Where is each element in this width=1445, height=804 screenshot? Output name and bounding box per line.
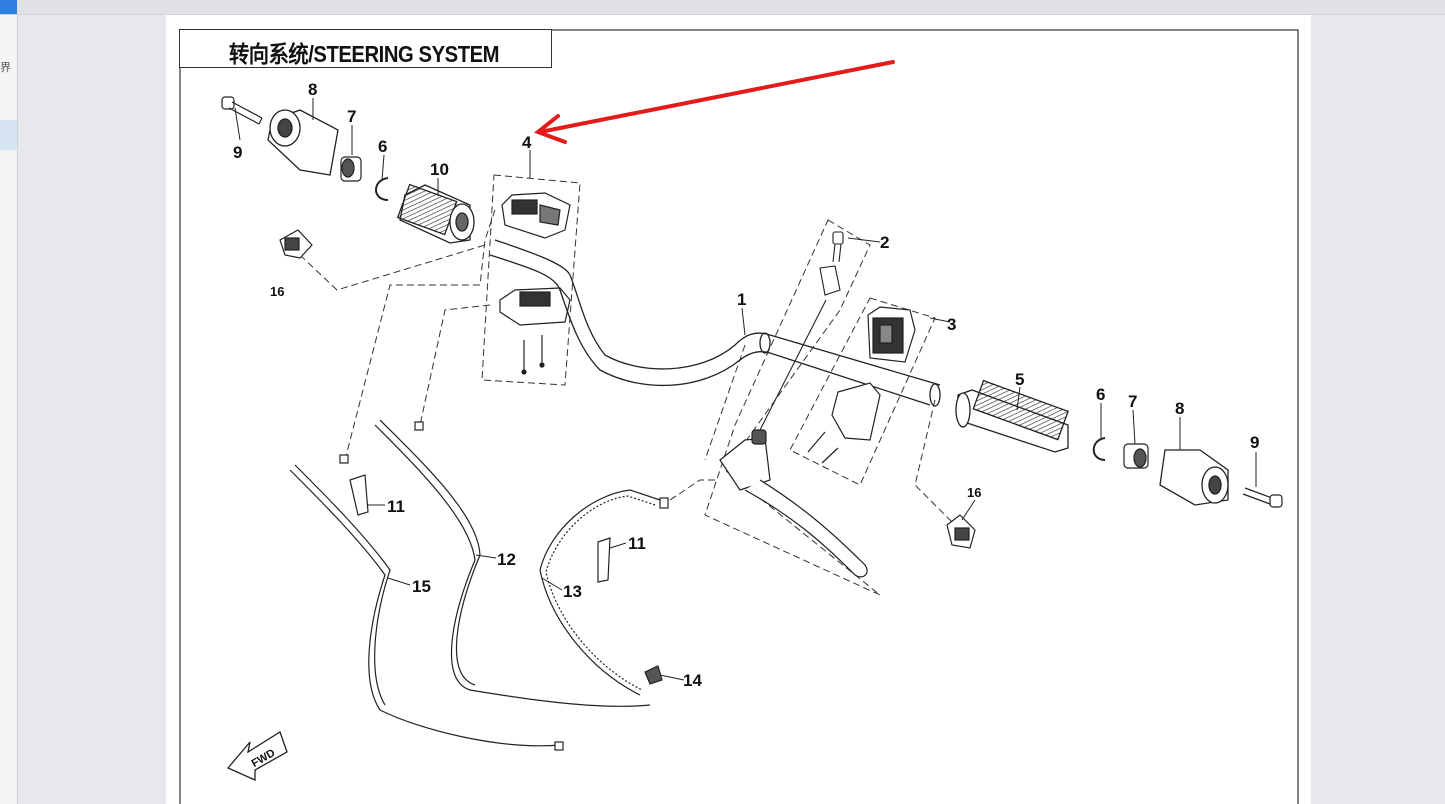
side-panel-label: 界 (0, 61, 11, 74)
part-cable-clips (349, 474, 611, 583)
fwd-direction-arrow: FWD (226, 731, 288, 782)
callout-6-right: 6 (1096, 385, 1105, 404)
diagram-title: 转向系统/STEERING SYSTEM (229, 41, 500, 67)
part-collar-left (340, 156, 362, 182)
callout-3: 3 (947, 315, 956, 334)
side-panel-selected-item[interactable] (0, 120, 17, 150)
callout-13: 13 (563, 582, 582, 601)
callout-9-right: 9 (1250, 433, 1259, 452)
part-circlip-left (375, 177, 389, 201)
callout-15: 15 (412, 577, 431, 596)
document-page (166, 15, 1311, 804)
callout-leaders (234, 98, 1257, 681)
callout-14: 14 (683, 671, 702, 690)
part-clamp-left (279, 229, 313, 259)
callout-2: 2 (880, 233, 889, 252)
callout-1: 1 (737, 290, 746, 309)
part-circlip-right (1092, 437, 1106, 461)
part-grip-right (955, 379, 1069, 453)
callout-7-left: 7 (347, 107, 356, 126)
part-bar-end-left (267, 109, 339, 176)
viewer-toolbar (0, 0, 1445, 15)
part-bar-end-right (1159, 449, 1229, 506)
callout-11-right: 11 (628, 534, 646, 553)
leader-lines (299, 174, 961, 596)
callout-12: 12 (497, 550, 516, 569)
part-switch-upper (501, 192, 571, 239)
part-bolt-right (1242, 487, 1283, 508)
callout-7-right: 7 (1128, 392, 1137, 411)
callout-16-left: 16 (270, 284, 284, 299)
red-annotation-arrow (533, 60, 895, 144)
callout-4: 4 (522, 133, 532, 152)
app-accent-tab[interactable] (0, 0, 17, 14)
part-mirror-bolt (759, 231, 844, 431)
part-bolt-left (221, 96, 263, 125)
part-switch-lower (499, 287, 571, 375)
part-clamp-right (946, 514, 976, 549)
part-collar-right (1123, 443, 1149, 469)
part-brake-lever (719, 429, 868, 578)
callout-labels: 9 8 7 6 10 4 16 2 3 1 5 6 7 8 9 16 11 11… (233, 80, 1259, 690)
callout-8-left: 8 (308, 80, 317, 99)
part-throttle-grip (396, 183, 475, 244)
part-cable-guide (644, 665, 663, 685)
viewer-side-panel: 界 (0, 15, 18, 804)
title-box (179, 29, 552, 68)
part-switch-right (807, 306, 916, 464)
callout-9-left: 9 (233, 143, 242, 162)
steering-system-diagram: 9 8 7 6 10 4 16 2 3 1 5 6 7 8 9 16 11 11… (179, 29, 1299, 804)
callout-5: 5 (1015, 370, 1024, 389)
part-handlebar (489, 239, 941, 407)
callout-10: 10 (430, 160, 449, 179)
callout-6-left: 6 (378, 137, 387, 156)
callout-16-right: 16 (967, 485, 981, 500)
callout-8-right: 8 (1175, 399, 1184, 418)
diagram-frame (179, 29, 1299, 804)
callout-11-left: 11 (387, 497, 405, 516)
part-cables (289, 419, 669, 751)
